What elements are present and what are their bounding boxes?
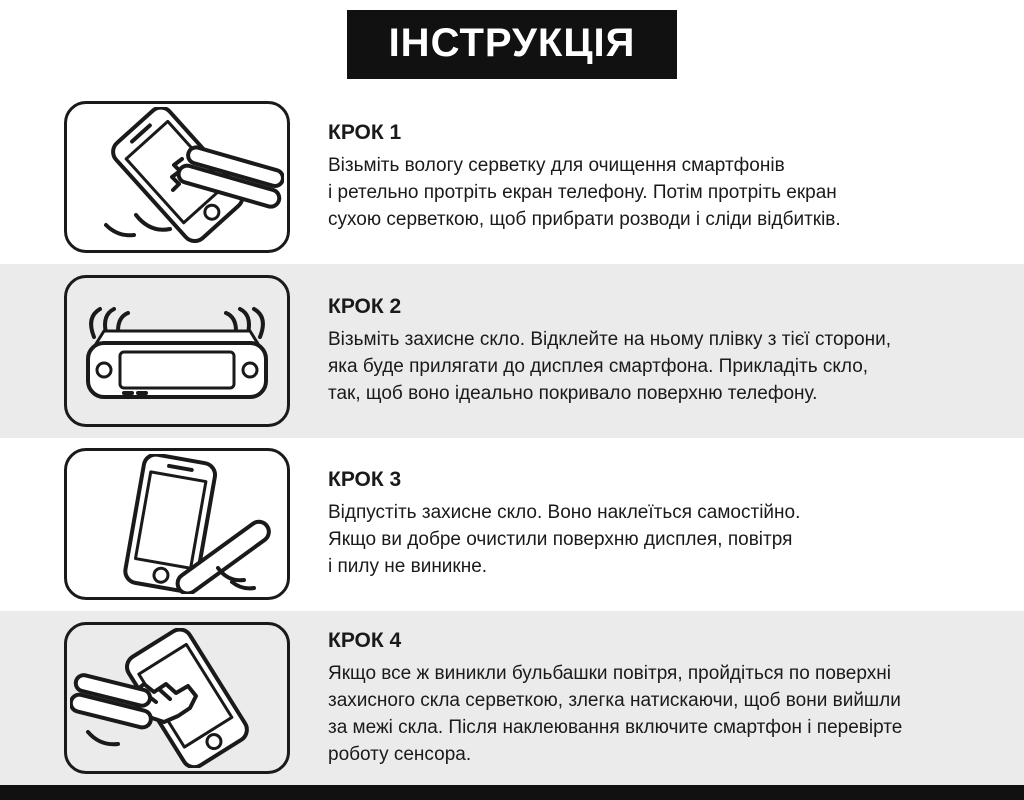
step1-illustration-box (64, 100, 290, 253)
step2-text: Візьміть захисне скло. Відклейте на ньом… (328, 328, 892, 404)
step4-illustration-box (64, 622, 290, 775)
step4-content: КРОК 4 Якщо все ж виникли бульбашки пові… (328, 629, 984, 768)
applying-glass-icon (86, 306, 268, 399)
step1-title: КРОК 1 (328, 120, 402, 144)
step1-content: КРОК 1 Візьміть вологу серветку для очищ… (328, 121, 984, 233)
step4-text: Якщо все ж виникли бульбашки повітря, пр… (328, 662, 903, 765)
step-row-3: КРОК 3 Відпустіть захисне скло. Воно нак… (0, 438, 1024, 612)
step2-illustration-box (64, 274, 290, 427)
instruction-rows: КРОК 1 Візьміть вологу серветку для очищ… (0, 90, 1024, 785)
step3-illustration-box (64, 448, 290, 601)
step3-title: КРОК 3 (328, 468, 402, 492)
step-row-1: КРОК 1 Візьміть вологу серветку для очищ… (0, 90, 1024, 264)
step-row-4: КРОК 4 Якщо все ж виникли бульбашки пові… (0, 611, 1024, 785)
step3-content: КРОК 3 Відпустіть захисне скло. Воно нак… (328, 468, 984, 580)
smoothing-cloth-icon (70, 628, 249, 769)
header: ІНСТРУКЦІЯ (0, 0, 1024, 90)
step1-text: Візьміть вологу серветку для очищення см… (328, 154, 841, 230)
step3-text: Відпустіть захисне скло. Воно наклеїться… (328, 502, 801, 578)
step2-title: КРОК 2 (328, 294, 402, 318)
step2-content: КРОК 2 Візьміть захисне скло. Відклейте … (328, 295, 984, 407)
step4-title: КРОК 4 (328, 628, 402, 652)
step-row-2: КРОК 2 Візьміть захисне скло. Відклейте … (0, 263, 1024, 438)
footer-bar (0, 785, 1024, 800)
page-title: ІНСТРУКЦІЯ (346, 10, 678, 79)
hand-wiping-phone-icon (104, 106, 284, 243)
finger-press-icon (123, 454, 271, 595)
